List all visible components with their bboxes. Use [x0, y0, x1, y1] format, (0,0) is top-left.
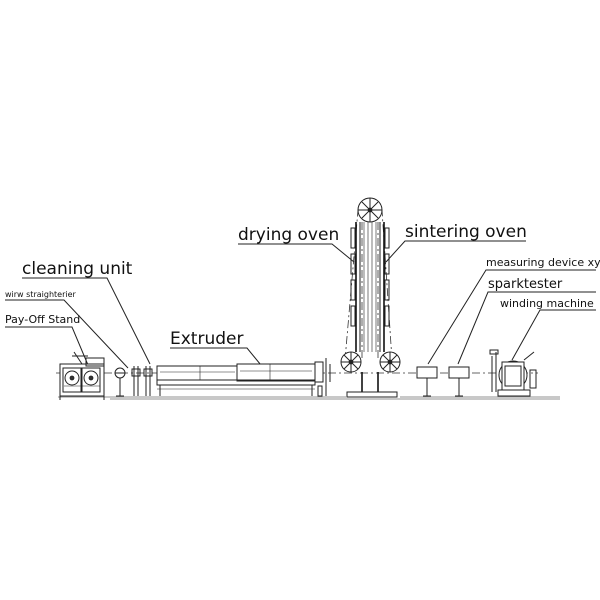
- label-sintering-oven: sintering oven: [405, 222, 527, 242]
- extruder: [156, 358, 331, 397]
- wire-straightener: [114, 367, 126, 397]
- label-wire-straightener: wirw straighterier: [5, 290, 77, 299]
- oven-tower: [340, 197, 401, 398]
- label-extruder: Extruder: [170, 329, 243, 349]
- sparktester: [448, 366, 470, 397]
- label-pay-off-stand: Pay-Off Stand: [5, 313, 80, 326]
- winding-machine: [489, 349, 537, 397]
- leader-lines: [5, 240, 596, 371]
- label-measuring-device: measuring device xy: [486, 256, 600, 269]
- measuring-device: [416, 366, 438, 397]
- label-winding-machine: winding machine: [500, 297, 594, 310]
- label-sparktester: sparktester: [488, 277, 563, 292]
- pay-off-stand: [59, 351, 105, 400]
- label-cleaning-unit: cleaning unit: [22, 259, 133, 279]
- floor-lines: [58, 396, 560, 400]
- label-drying-oven: drying oven: [238, 225, 339, 245]
- cleaning-unit: [131, 366, 153, 396]
